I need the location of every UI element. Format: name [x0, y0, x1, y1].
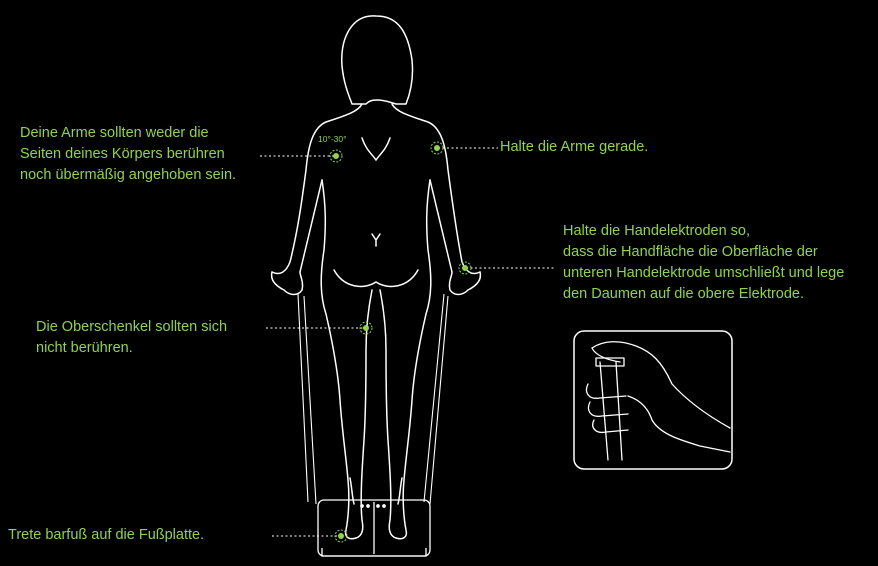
thighs-instruction: Die Oberschenkel sollten sich nicht berü… — [36, 317, 227, 359]
arms-straight-instruction: Halte die Arme gerade. — [500, 137, 648, 158]
angle-label: 10°-30° — [318, 134, 347, 144]
leader-lines — [260, 148, 554, 536]
standing-person-back-icon — [272, 16, 481, 539]
body-scale-icon — [318, 500, 430, 556]
feet-instruction: Trete barfuß auf die Fußplatte. — [8, 525, 204, 546]
hand-electrode-instruction: Halte die Handelektroden so, dass die Ha… — [563, 221, 844, 305]
hand-grip-electrode-icon — [574, 331, 732, 469]
electrode-cables — [298, 294, 448, 504]
arms-position-instruction: Deine Arme sollten weder die Seiten dein… — [20, 123, 236, 186]
